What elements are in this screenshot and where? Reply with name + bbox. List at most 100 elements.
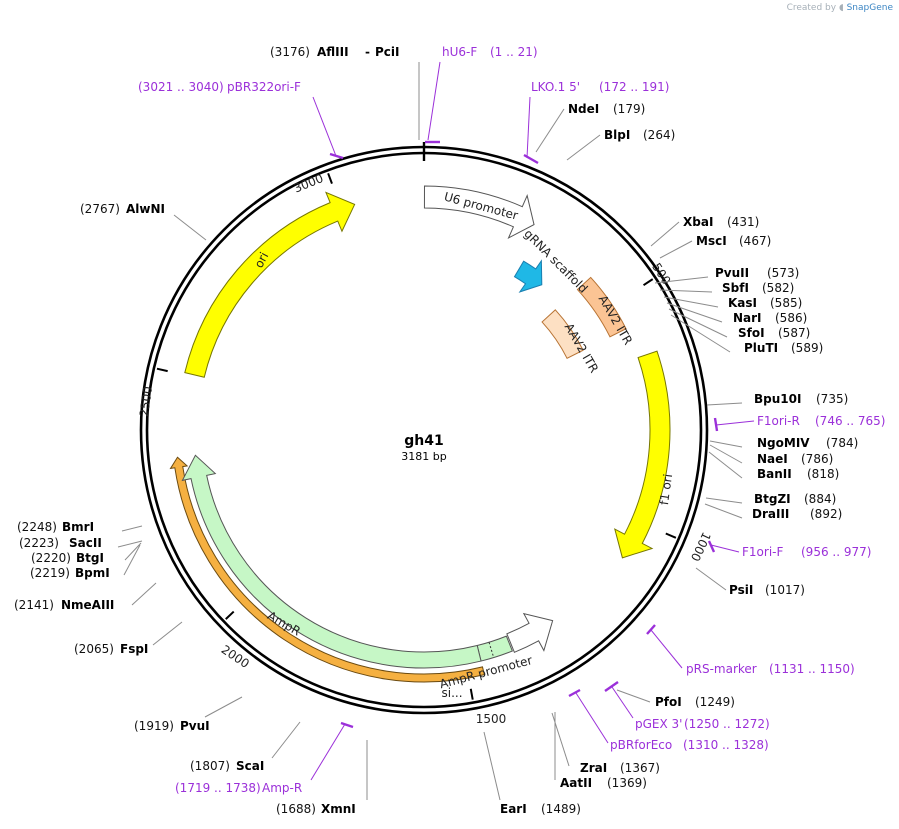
enzyme-pos-xbai: (431)	[727, 215, 759, 229]
primer-site-pbr322ori-f[interactable]	[329, 152, 344, 160]
enzyme-pos-scai: (1807)	[190, 759, 230, 773]
tick-label-1500: 1500	[476, 712, 507, 726]
enzyme-nmeaiii[interactable]: NmeAIII	[61, 598, 114, 612]
feature-grna-scaffold-1[interactable]	[513, 259, 543, 293]
enzyme-bpmi[interactable]: BpmI	[75, 566, 110, 580]
primer-range-7: (1310 .. 1328)	[683, 738, 769, 752]
enzyme-naei[interactable]: NaeI	[757, 452, 788, 466]
enzyme-pos-ndei: (179)	[613, 102, 645, 116]
enzyme-pos-zrai: (1367)	[620, 761, 660, 775]
enzyme-fspi[interactable]: FspI	[120, 642, 148, 656]
feature-u6-promoter-0[interactable]	[423, 185, 535, 239]
enzyme-bpu10i[interactable]: Bpu10I	[754, 392, 801, 406]
enzyme-eari[interactable]: EarI	[500, 802, 527, 816]
enzyme-zrai[interactable]: ZraI	[580, 761, 607, 775]
enzyme-draiii[interactable]: DraIII	[752, 507, 789, 521]
enzyme-xmni[interactable]: XmnI	[321, 802, 356, 816]
feature-aav2-itr-2[interactable]	[576, 276, 627, 338]
enzyme-pos-banii: (818)	[807, 467, 839, 481]
primer-prs-marker[interactable]: pRS-marker	[686, 662, 757, 676]
enzyme-alwni[interactable]: AlwNI	[126, 202, 165, 216]
primer-pbr322ori-f[interactable]: pBR322ori-F	[227, 80, 301, 94]
enzyme-pos-aatii: (1369)	[607, 776, 647, 790]
enzyme-banii[interactable]: BanII	[757, 467, 792, 481]
enzyme-leader-13	[695, 567, 727, 591]
enzyme-pos-nmeaiii: (2141)	[14, 598, 54, 612]
primer-leader-7	[575, 692, 609, 744]
enzyme-sbfi[interactable]: SbfI	[722, 281, 749, 295]
primer-f1ori-r[interactable]: F1ori-R	[757, 414, 800, 428]
feature-si-6[interactable]	[476, 635, 513, 662]
feature-label-4: f1 ori	[657, 473, 675, 506]
primer-lko-1-5[interactable]: LKO.1 5'	[531, 80, 580, 94]
plasmid-name: gh41	[404, 433, 443, 449]
primer-site-pgex-3[interactable]	[604, 681, 619, 692]
feature-aav2-itr-3[interactable]	[541, 309, 584, 359]
enzyme-xbai[interactable]: XbaI	[683, 215, 713, 229]
enzyme-leader-6	[670, 314, 731, 353]
enzyme-ndei[interactable]: NdeI	[568, 102, 599, 116]
tick-label-3000: 3000	[292, 171, 326, 195]
enzyme-pcii[interactable]: PciI	[375, 45, 400, 59]
enzyme-scai[interactable]: ScaI	[236, 759, 264, 773]
enzyme-pos-eari: (1489)	[541, 802, 581, 816]
primer-pbrforeco[interactable]: pBRforEco	[610, 738, 672, 752]
enzyme-leader-12	[704, 503, 743, 519]
feature-ampr-7[interactable]	[181, 454, 482, 669]
primer-amp-r[interactable]: Amp-R	[262, 781, 302, 795]
tick-label-2500: 2500	[137, 385, 155, 417]
enzyme-aatii[interactable]: AatII	[560, 776, 592, 790]
primer-site-pbrforeco[interactable]	[568, 688, 581, 698]
primer-leader-0	[427, 61, 441, 141]
enzyme-blpi[interactable]: BlpI	[604, 128, 630, 142]
enzyme-afliii[interactable]: AflIII	[317, 45, 349, 59]
enzyme-pos-afliii: (3176)	[270, 45, 310, 59]
enzyme-sacii[interactable]: SacII	[69, 536, 102, 550]
primer-range-5: (1131 .. 1150)	[769, 662, 855, 676]
enzyme-pfoi[interactable]: PfoI	[655, 695, 682, 709]
enzyme-bmri[interactable]: BmrI	[62, 520, 94, 534]
primer-f1ori-f[interactable]: F1ori-F	[742, 545, 783, 559]
enzyme-pos-msci: (467)	[739, 234, 771, 248]
enzyme-sfoi[interactable]: SfoI	[738, 326, 765, 340]
enzyme-psii[interactable]: PsiI	[729, 583, 753, 597]
primer-site-prs-marker[interactable]	[646, 624, 656, 635]
primer-pgex-3[interactable]: pGEX 3'	[635, 717, 682, 731]
feature-f1-ori-4[interactable]	[614, 350, 671, 559]
feature-ampr-promoter-5[interactable]	[506, 612, 554, 653]
snapgene-credit: Created by ◖ SnapGene	[787, 3, 893, 13]
primer-leader-2	[312, 96, 337, 157]
enzyme-leader-23	[123, 544, 141, 576]
enzyme-pos-nari: (586)	[775, 311, 807, 325]
enzyme-pos-bpu10i: (735)	[816, 392, 848, 406]
enzyme-pos-pfoi: (1249)	[695, 695, 735, 709]
ampr-highlight-arc	[169, 456, 485, 683]
enzyme-msci[interactable]: MscI	[696, 234, 727, 248]
feature-ori-8[interactable]	[184, 191, 356, 378]
enzyme-leader-17	[483, 731, 501, 801]
primer-hu6-f[interactable]: hU6-F	[442, 45, 477, 59]
enzyme-pluti[interactable]: PluTI	[744, 341, 778, 355]
enzyme-leader-1	[654, 276, 709, 284]
backbone-inner-ring	[145, 151, 703, 709]
primer-site-f1ori-f[interactable]	[707, 540, 716, 553]
enzyme-pvuii[interactable]: PvuII	[715, 266, 749, 280]
enzyme-pos-pvuii: (573)	[767, 266, 799, 280]
enzyme-pos-sbfi: (582)	[762, 281, 794, 295]
primer-range-2: (3021 .. 3040)	[138, 80, 224, 94]
enzyme-btgi[interactable]: BtgI	[76, 551, 104, 565]
enzyme-btgzi[interactable]: BtgZI	[754, 492, 791, 506]
enzyme-nari[interactable]: NarI	[733, 311, 762, 325]
enzyme-leader-11	[705, 497, 743, 504]
enzyme-leader-3	[663, 296, 719, 308]
primer-site-lko-1-5[interactable]	[523, 153, 539, 165]
enzyme-leader-22	[131, 582, 157, 606]
enzyme-pvui[interactable]: PvuI	[180, 719, 210, 733]
primer-site-f1ori-r[interactable]	[713, 417, 719, 432]
enzyme-leader-21	[152, 621, 183, 646]
enzyme-ngomiv[interactable]: NgoMIV	[757, 436, 810, 450]
primer-site-amp-r[interactable]	[340, 721, 354, 729]
enzyme-kasi[interactable]: KasI	[728, 296, 757, 310]
credit-prefix: Created by	[786, 3, 837, 13]
tick-mark-3000	[327, 172, 333, 184]
